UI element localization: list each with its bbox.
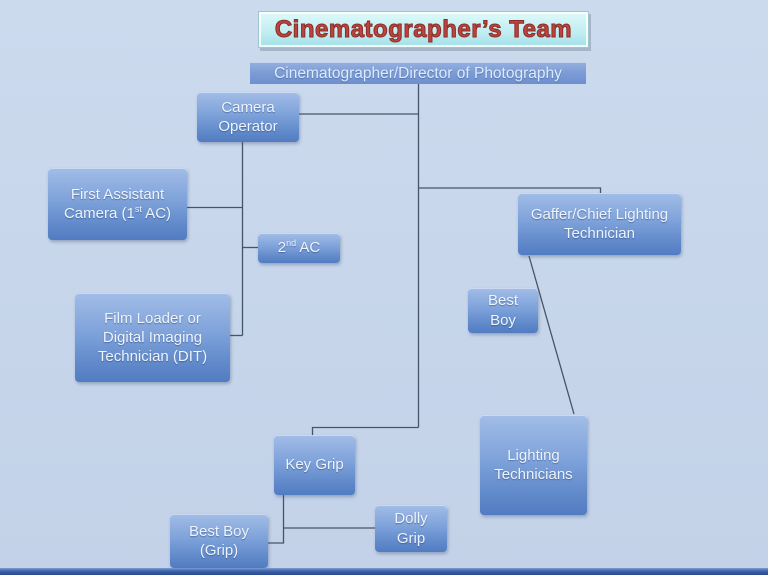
node-label: Key Grip [285, 456, 344, 474]
edge-key-grip [311, 426, 419, 435]
slide-title-banner: Cinematographer’s Team [258, 11, 589, 48]
edge-gaffer-lighting-diagonal [528, 255, 575, 415]
edge-gaffer [418, 187, 602, 193]
node-second-ac: 2nd AC [258, 233, 340, 263]
label-superscript: nd [286, 238, 297, 249]
node-film-loader-dit: Film Loader or Digital Imaging Technicia… [75, 293, 230, 382]
node-label: First Assistant Camera (1st AC) [54, 185, 181, 223]
node-label: 2nd AC [278, 238, 321, 257]
label-part: First Assistant Camera (1 [63, 185, 165, 222]
node-label: Best Boy [487, 292, 518, 329]
node-first-assistant-camera: First Assistant Camera (1st AC) [48, 168, 187, 240]
label-part: AC) [141, 205, 172, 222]
slide-title-text: Cinematographer’s Team [274, 15, 573, 43]
node-key-grip: Key Grip [274, 435, 355, 495]
node-label: Film Loader or Digital Imaging Technicia… [97, 309, 208, 366]
label-part: 2 [277, 239, 287, 257]
node-label: Gaffer/Chief Lighting Technician [530, 205, 669, 242]
node-label: Camera Operator [218, 98, 278, 135]
edge-best-boy-grip [268, 495, 285, 544]
node-label: Dolly Grip [394, 510, 428, 547]
label-superscript: st [134, 204, 142, 214]
slide-footer-strip [0, 568, 768, 575]
node-best-boy: Best Boy [468, 288, 538, 333]
node-label: Lighting Technicians [494, 446, 573, 483]
node-label: Best Boy (Grip) [188, 522, 250, 559]
node-best-boy-grip: Best Boy (Grip) [170, 514, 268, 568]
node-dolly-grip: Dolly Grip [375, 505, 447, 552]
node-label: Cinematographer/Director of Photography [274, 64, 562, 82]
node-gaffer-chief-lighting-technician: Gaffer/Chief Lighting Technician [518, 193, 681, 255]
node-lighting-technicians: Lighting Technicians [480, 415, 587, 515]
label-part: AC [296, 239, 321, 257]
node-cinematographer-dp: Cinematographer/Director of Photography [250, 62, 586, 84]
node-camera-operator: Camera Operator [197, 92, 299, 142]
